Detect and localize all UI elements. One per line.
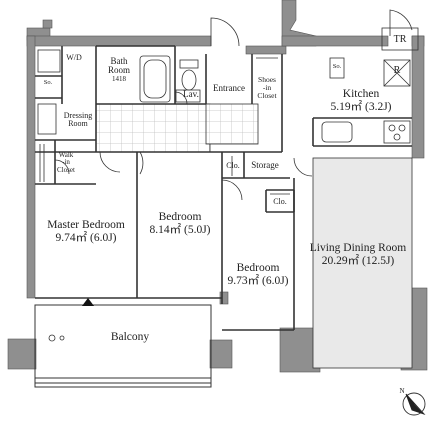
- living-dining-name: Living Dining Room: [309, 242, 407, 254]
- clo-lower-label: Clo.: [273, 197, 287, 206]
- partition-walls: [35, 45, 412, 331]
- bath-size: 1418: [112, 74, 126, 83]
- living-dining-label: Living Dining Room 20.29㎡ (12.5J): [300, 242, 416, 268]
- bath-line1: Bath: [110, 56, 128, 66]
- shoes-closet-label: Shoes -in Closet: [252, 76, 282, 100]
- bedroom-center-area: 8.14㎡ (5.0J): [149, 224, 211, 237]
- balcony-fixtures: [48, 334, 65, 342]
- fixtures: [37, 27, 419, 195]
- master-bedroom-area: 9.74㎡ (6.0J): [55, 232, 117, 245]
- entrance-tile: [205, 103, 259, 145]
- compass-label: N: [399, 387, 405, 395]
- bath-line2: Room: [107, 65, 130, 76]
- tile-floor: [95, 103, 211, 153]
- dressing-room-label: Dressing Room: [56, 111, 100, 129]
- lav-label: Lav.: [183, 89, 199, 99]
- bath-room-label: Bath Room 1418: [100, 56, 138, 83]
- compass-icon: [402, 392, 426, 416]
- kitchen-area: 5.19㎡ (3.2J): [330, 101, 392, 114]
- entrance-marker: [82, 298, 94, 306]
- storage-label: Storage: [251, 160, 279, 170]
- bedroom-center-name: Bedroom: [158, 211, 202, 223]
- kitchen-label: Kitchen 5.19㎡ (3.2J): [316, 88, 406, 114]
- living-floor: [312, 157, 413, 369]
- so-right-label: So.: [332, 63, 342, 70]
- dressing-line1: Dressing: [63, 111, 93, 120]
- walk-in-line1: Walk: [58, 151, 74, 159]
- dressing-line2: Room: [68, 119, 88, 129]
- living-dining-area: 20.29㎡ (12.5J): [321, 255, 395, 268]
- entrance-label: Entrance: [213, 83, 245, 93]
- so-left-label: So.: [43, 79, 53, 86]
- master-bedroom-label: Master Bedroom 9.74㎡ (6.0J): [36, 219, 136, 245]
- tr-label: TR: [393, 34, 407, 45]
- bedroom-right-label: Bedroom 9.73㎡ (6.0J): [222, 262, 294, 288]
- walk-in-line2: -in: [62, 158, 70, 167]
- shoes-line1: Shoes: [258, 75, 276, 84]
- master-bedroom-name: Master Bedroom: [47, 219, 125, 231]
- walk-in-closet-label: Walk -in Closet: [52, 151, 80, 174]
- balcony-outline: [34, 304, 212, 388]
- kitchen-name: Kitchen: [342, 88, 380, 100]
- shoes-line2: -in: [262, 82, 272, 92]
- bedroom-right-area: 9.73㎡ (6.0J): [227, 275, 289, 288]
- balcony-label: Balcony: [110, 331, 150, 343]
- refrigerator-label: R: [393, 65, 401, 76]
- walk-in-line3: Closet: [57, 165, 75, 174]
- bedroom-center-label: Bedroom 8.14㎡ (5.0J): [138, 211, 222, 237]
- clo-upper-label: Clo.: [226, 161, 240, 170]
- shoes-line3: Closet: [257, 90, 277, 100]
- wd-label: W/D: [66, 53, 82, 62]
- bedroom-right-name: Bedroom: [236, 262, 280, 274]
